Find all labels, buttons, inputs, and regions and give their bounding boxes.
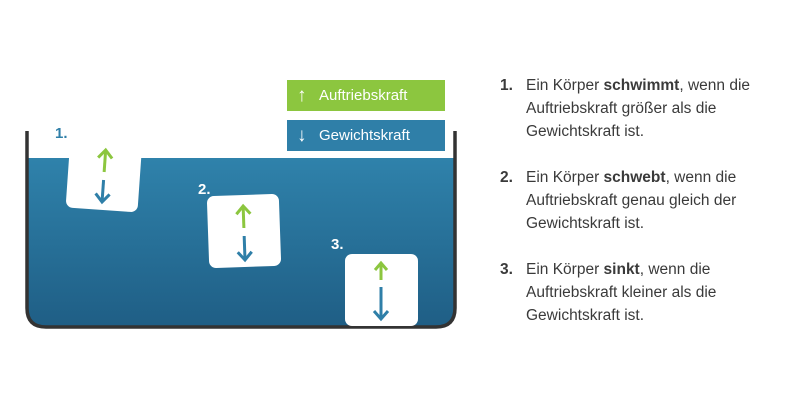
rule-number: 1. [500, 77, 513, 94]
rule-keyword: schwimmt [603, 77, 680, 94]
body-sinking [345, 254, 418, 326]
body-number: 2. [198, 181, 211, 198]
tank-outline [25, 131, 457, 329]
rule-text: Ein Körper schwimmt, wenn die Auftriebsk… [526, 74, 795, 143]
body-suspended [207, 194, 281, 268]
rule-item: 2. Ein Körper schwebt, wenn die Auftrieb… [500, 166, 795, 235]
body-number: 3. [331, 236, 344, 253]
rule-item: 1. Ein Körper schwimmt, wenn die Auftrie… [500, 74, 795, 143]
arrow-up-icon: ↑ [297, 84, 307, 106]
body-floating [66, 136, 142, 212]
rule-number: 3. [500, 261, 513, 278]
rule-item: 3. Ein Körper sinkt, wenn die Auftriebsk… [500, 258, 795, 327]
rule-text: Ein Körper schwebt, wenn die Auftriebskr… [526, 166, 795, 235]
body-number: 1. [55, 125, 68, 142]
weight-arrow-icon [372, 287, 390, 322]
buoyancy-arrow-icon [235, 203, 252, 229]
buoyancy-arrow-icon [97, 147, 114, 173]
rule-text-pre: Ein Körper [526, 261, 604, 278]
rule-text-pre: Ein Körper [526, 169, 604, 186]
rule-text-post: , wenn die Auftriebskraft genau gleich d… [526, 169, 737, 232]
weight-arrow-icon [236, 235, 253, 263]
rules-list: 1. Ein Körper schwimmt, wenn die Auftrie… [500, 74, 795, 350]
arrow-down-icon: ↓ [297, 124, 307, 146]
rule-keyword: schwebt [603, 169, 666, 186]
legend-buoyancy: ↑ Auftriebskraft [287, 80, 445, 111]
weight-arrow-icon [94, 179, 111, 205]
buoyancy-arrow-icon [373, 260, 389, 280]
rule-text-pre: Ein Körper [526, 77, 604, 94]
rule-text-post: , wenn die Auftriebskraft größer als die… [526, 77, 751, 140]
rule-number: 2. [500, 169, 513, 186]
rule-keyword: sinkt [603, 261, 640, 278]
rule-text: Ein Körper sinkt, wenn die Auftriebskraf… [526, 258, 795, 327]
legend-buoyancy-label: Auftriebskraft [319, 87, 408, 104]
legend-weight: ↓ Gewichtskraft [287, 120, 445, 151]
legend-weight-label: Gewichtskraft [319, 127, 410, 144]
rule-text-post: , wenn die Auftriebskraft kleiner als di… [526, 261, 717, 324]
